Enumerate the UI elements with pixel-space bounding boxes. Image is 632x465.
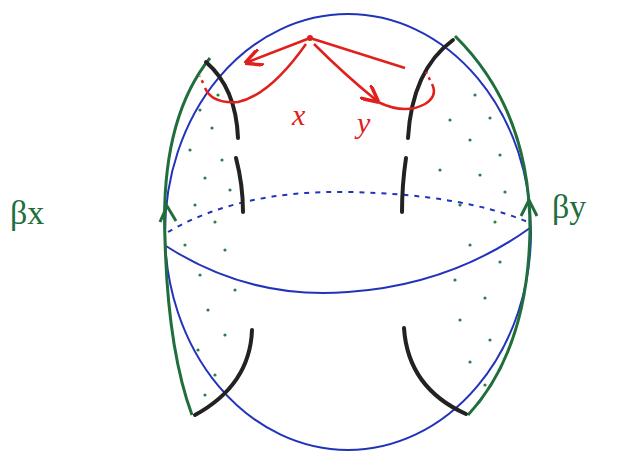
beta-x-curve (165, 58, 210, 415)
sphere-outline (165, 14, 531, 450)
beta-label: βy (552, 190, 586, 224)
generator-loops (200, 38, 434, 109)
beta-y-curve (455, 36, 530, 415)
stipple-dots (183, 93, 506, 396)
beta-y-arrowhead (521, 200, 537, 216)
beta-label: βx (10, 196, 44, 230)
loop-label: y (357, 108, 370, 138)
loop-label: x (292, 100, 305, 130)
equator-front (166, 228, 530, 293)
equator-back (168, 192, 528, 232)
base-point (307, 35, 313, 41)
handle-curves (195, 40, 466, 415)
beta-x-arrowhead (160, 206, 176, 222)
